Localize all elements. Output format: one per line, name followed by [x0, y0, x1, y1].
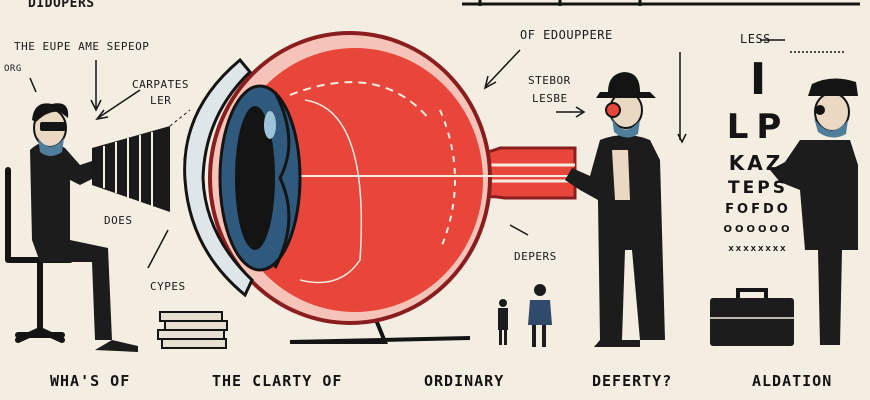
books-stack	[157, 311, 228, 349]
eye-chart-frame	[677, 51, 845, 144]
eye-chart-row-1: I	[749, 54, 767, 105]
eye-chart-row-7: XXXXXXXX	[728, 245, 788, 253]
top-left-label: THE EUPE AME SEPEOP	[14, 40, 150, 53]
does-label: DOES	[104, 214, 133, 227]
eye-chart-row-2: LP	[726, 107, 790, 147]
stebor-label: STEBOR	[528, 74, 571, 87]
top-center-label: OF EDOUPPERE	[520, 28, 613, 42]
caption-1: WHA'S OF	[50, 372, 131, 390]
caption-4: DEFERTY?	[592, 372, 673, 390]
caption-5: ALDATION	[752, 372, 833, 390]
annotation-arrows	[29, 39, 785, 269]
eye-cross-section	[183, 31, 577, 344]
types-label: CYPES	[150, 280, 186, 293]
seated-person	[5, 103, 138, 352]
man-with-cap	[770, 78, 858, 345]
title-label: DIDOPERS	[28, 0, 95, 11]
viewer-cone	[92, 109, 191, 212]
ler-label: LER	[150, 94, 172, 107]
caption-3: ORDINARY	[424, 372, 505, 390]
eye-chart-row-4: TEPS	[728, 178, 788, 198]
carpates-label: CARPATES	[132, 78, 189, 91]
caption-2: THE CLARTY OF	[212, 372, 343, 390]
small-figures	[498, 284, 552, 347]
lesbe-label: LESBE	[532, 92, 568, 105]
eye-chart-row-6: OOOOOO	[723, 224, 793, 235]
side-label: ORG	[4, 64, 22, 74]
man-with-hat	[565, 72, 665, 347]
eye-chart-row-3: KAZ	[728, 151, 784, 175]
top-frame	[462, 0, 860, 6]
depers-label: DEPERS	[514, 250, 557, 263]
briefcase	[710, 288, 794, 346]
top-right-label: LESS	[740, 32, 771, 46]
eye-chart-row-5: FOFDO	[725, 202, 791, 217]
